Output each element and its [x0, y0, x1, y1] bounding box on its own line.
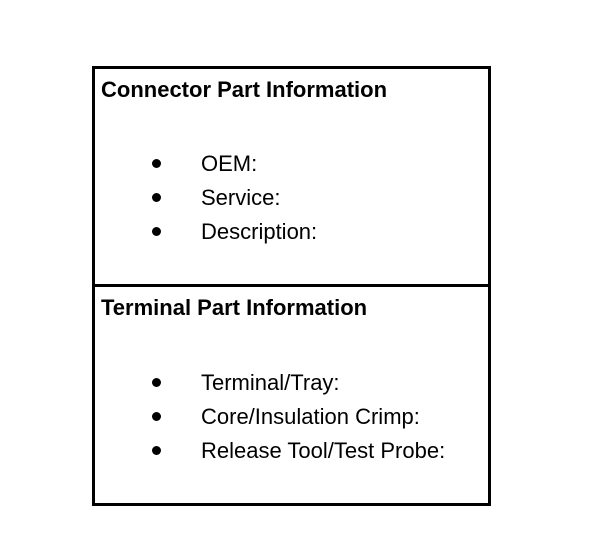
terminal-tray-label: Terminal/Tray: [201, 370, 340, 395]
terminal-info-list: Terminal/Tray: Core/Insulation Crimp: Re… [95, 369, 488, 471]
list-item-terminal-tray: Terminal/Tray: [95, 369, 488, 403]
list-item-release-tool: Release Tool/Test Probe: [95, 437, 488, 471]
connector-info-list: OEM: Service: Description: [95, 150, 488, 252]
list-item-service: Service: [95, 184, 488, 218]
bullet-icon [152, 193, 161, 202]
terminal-section-title: Terminal Part Information [101, 295, 368, 320]
list-item-core-insulation-crimp: Core/Insulation Crimp: [95, 403, 488, 437]
bullet-icon [152, 412, 161, 421]
part-information-table: Connector Part Information OEM: Service:… [92, 66, 491, 506]
bullet-icon [152, 159, 161, 168]
list-item-description: Description: [95, 218, 488, 252]
connector-section-title: Connector Part Information [101, 77, 388, 102]
terminal-part-section: Terminal Part Information Terminal/Tray:… [95, 287, 488, 503]
core-insulation-crimp-label: Core/Insulation Crimp: [201, 404, 420, 429]
description-label: Description: [201, 219, 318, 244]
list-item-oem: OEM: [95, 150, 488, 184]
bullet-icon [152, 446, 161, 455]
connector-part-section: Connector Part Information OEM: Service:… [95, 69, 488, 287]
release-tool-label: Release Tool/Test Probe: [201, 438, 446, 463]
oem-label: OEM: [201, 151, 258, 176]
bullet-icon [152, 378, 161, 387]
bullet-icon [152, 227, 161, 236]
service-label: Service: [201, 185, 281, 210]
